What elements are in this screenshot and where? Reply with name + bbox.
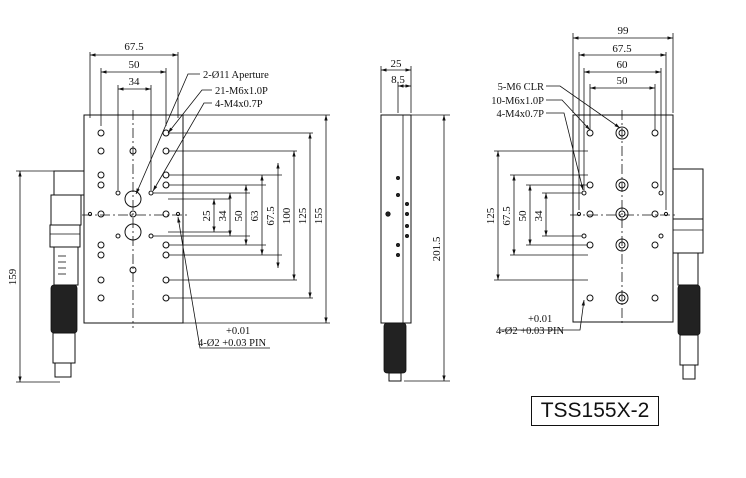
left-dim-50: 50 [129, 59, 141, 71]
left-dim-155: 155 [313, 207, 325, 224]
right-pin-tolerance: +0.01 [528, 314, 552, 325]
left-dim-67-5: 67.5 [124, 41, 144, 53]
right-micrometer [677, 284, 701, 336]
left-callouts: 2-Ø11 Aperture 21-M6x1.0P 4-M4x0.7P [135, 70, 269, 195]
left-right-dimensions: 25 34 50 63 67.5 100 125 155 [153, 114, 330, 324]
right-dim-50: 50 [617, 75, 629, 87]
left-pin-callout: +0.01 4-Ø2 +0.03 PIN [177, 216, 270, 349]
left-pin-tolerance: +0.01 [226, 326, 250, 337]
right-dim-34-v: 34 [533, 210, 545, 222]
right-plate [572, 114, 674, 323]
right-rail [672, 168, 704, 220]
right-view: 99 67.5 60 50 5-M6 CLR 10-M6x1.0P 4-M4x0… [485, 25, 704, 380]
left-height-dimension: 159 [7, 170, 60, 383]
left-dim-34-v: 34 [217, 210, 229, 222]
right-pin-callout: +0.01 4-Ø2 +0.03 PIN [496, 299, 585, 337]
right-left-dimensions: 125 67.5 50 34 [485, 150, 588, 281]
right-dim-99: 99 [618, 25, 630, 37]
right-dim-125: 125 [485, 207, 497, 224]
right-callouts: 5-M6 CLR 10-M6x1.0P 4-M4x0.7P [491, 82, 621, 191]
right-dim-67-5: 67.5 [612, 43, 632, 55]
side-dim-25: 25 [391, 58, 403, 70]
model-label: TSS155X-2 [531, 396, 659, 426]
left-top-dimensions: 67.5 50 34 [89, 41, 179, 190]
side-body [380, 114, 412, 324]
left-callout-aperture: 2-Ø11 Aperture [203, 70, 269, 81]
side-view: 25 8.5 201.5 [380, 58, 450, 382]
right-dim-50-v: 50 [517, 210, 529, 222]
left-dim-50-v: 50 [233, 210, 245, 222]
left-rail [53, 170, 85, 196]
left-dim-159: 159 [7, 268, 19, 285]
left-dim-125: 125 [297, 207, 309, 224]
left-micrometer [49, 194, 82, 378]
right-callout-m6-clr: 5-M6 CLR [498, 82, 544, 93]
left-callout-m4: 4-M4x0.7P [215, 99, 263, 110]
right-dim-67-5-v: 67.5 [501, 206, 513, 226]
left-dim-25: 25 [201, 210, 213, 222]
right-callout-m4: 4-M4x0.7P [496, 109, 544, 120]
side-dim-201-5: 201.5 [431, 236, 443, 261]
left-pin-label: 4-Ø2 +0.03 PIN [198, 338, 266, 349]
left-view: 67.5 50 34 2-Ø11 Aperture 21-M6x1.0P 4-M… [7, 41, 330, 383]
side-dim-8-5: 8.5 [391, 74, 405, 86]
left-dim-34: 34 [129, 76, 141, 88]
left-dim-67-5-v: 67.5 [265, 206, 277, 226]
left-dim-63: 63 [249, 210, 261, 222]
right-pin-label: 4-Ø2 +0.03 PIN [496, 326, 564, 337]
right-dim-60: 60 [617, 59, 629, 71]
left-plate [83, 114, 184, 324]
right-callout-m6: 10-M6x1.0P [491, 96, 544, 107]
left-callout-m6: 21-M6x1.0P [215, 86, 268, 97]
left-aperture-top [124, 190, 142, 208]
left-dim-100: 100 [281, 207, 293, 224]
side-knob [383, 322, 407, 374]
left-aperture-bottom [124, 223, 142, 241]
